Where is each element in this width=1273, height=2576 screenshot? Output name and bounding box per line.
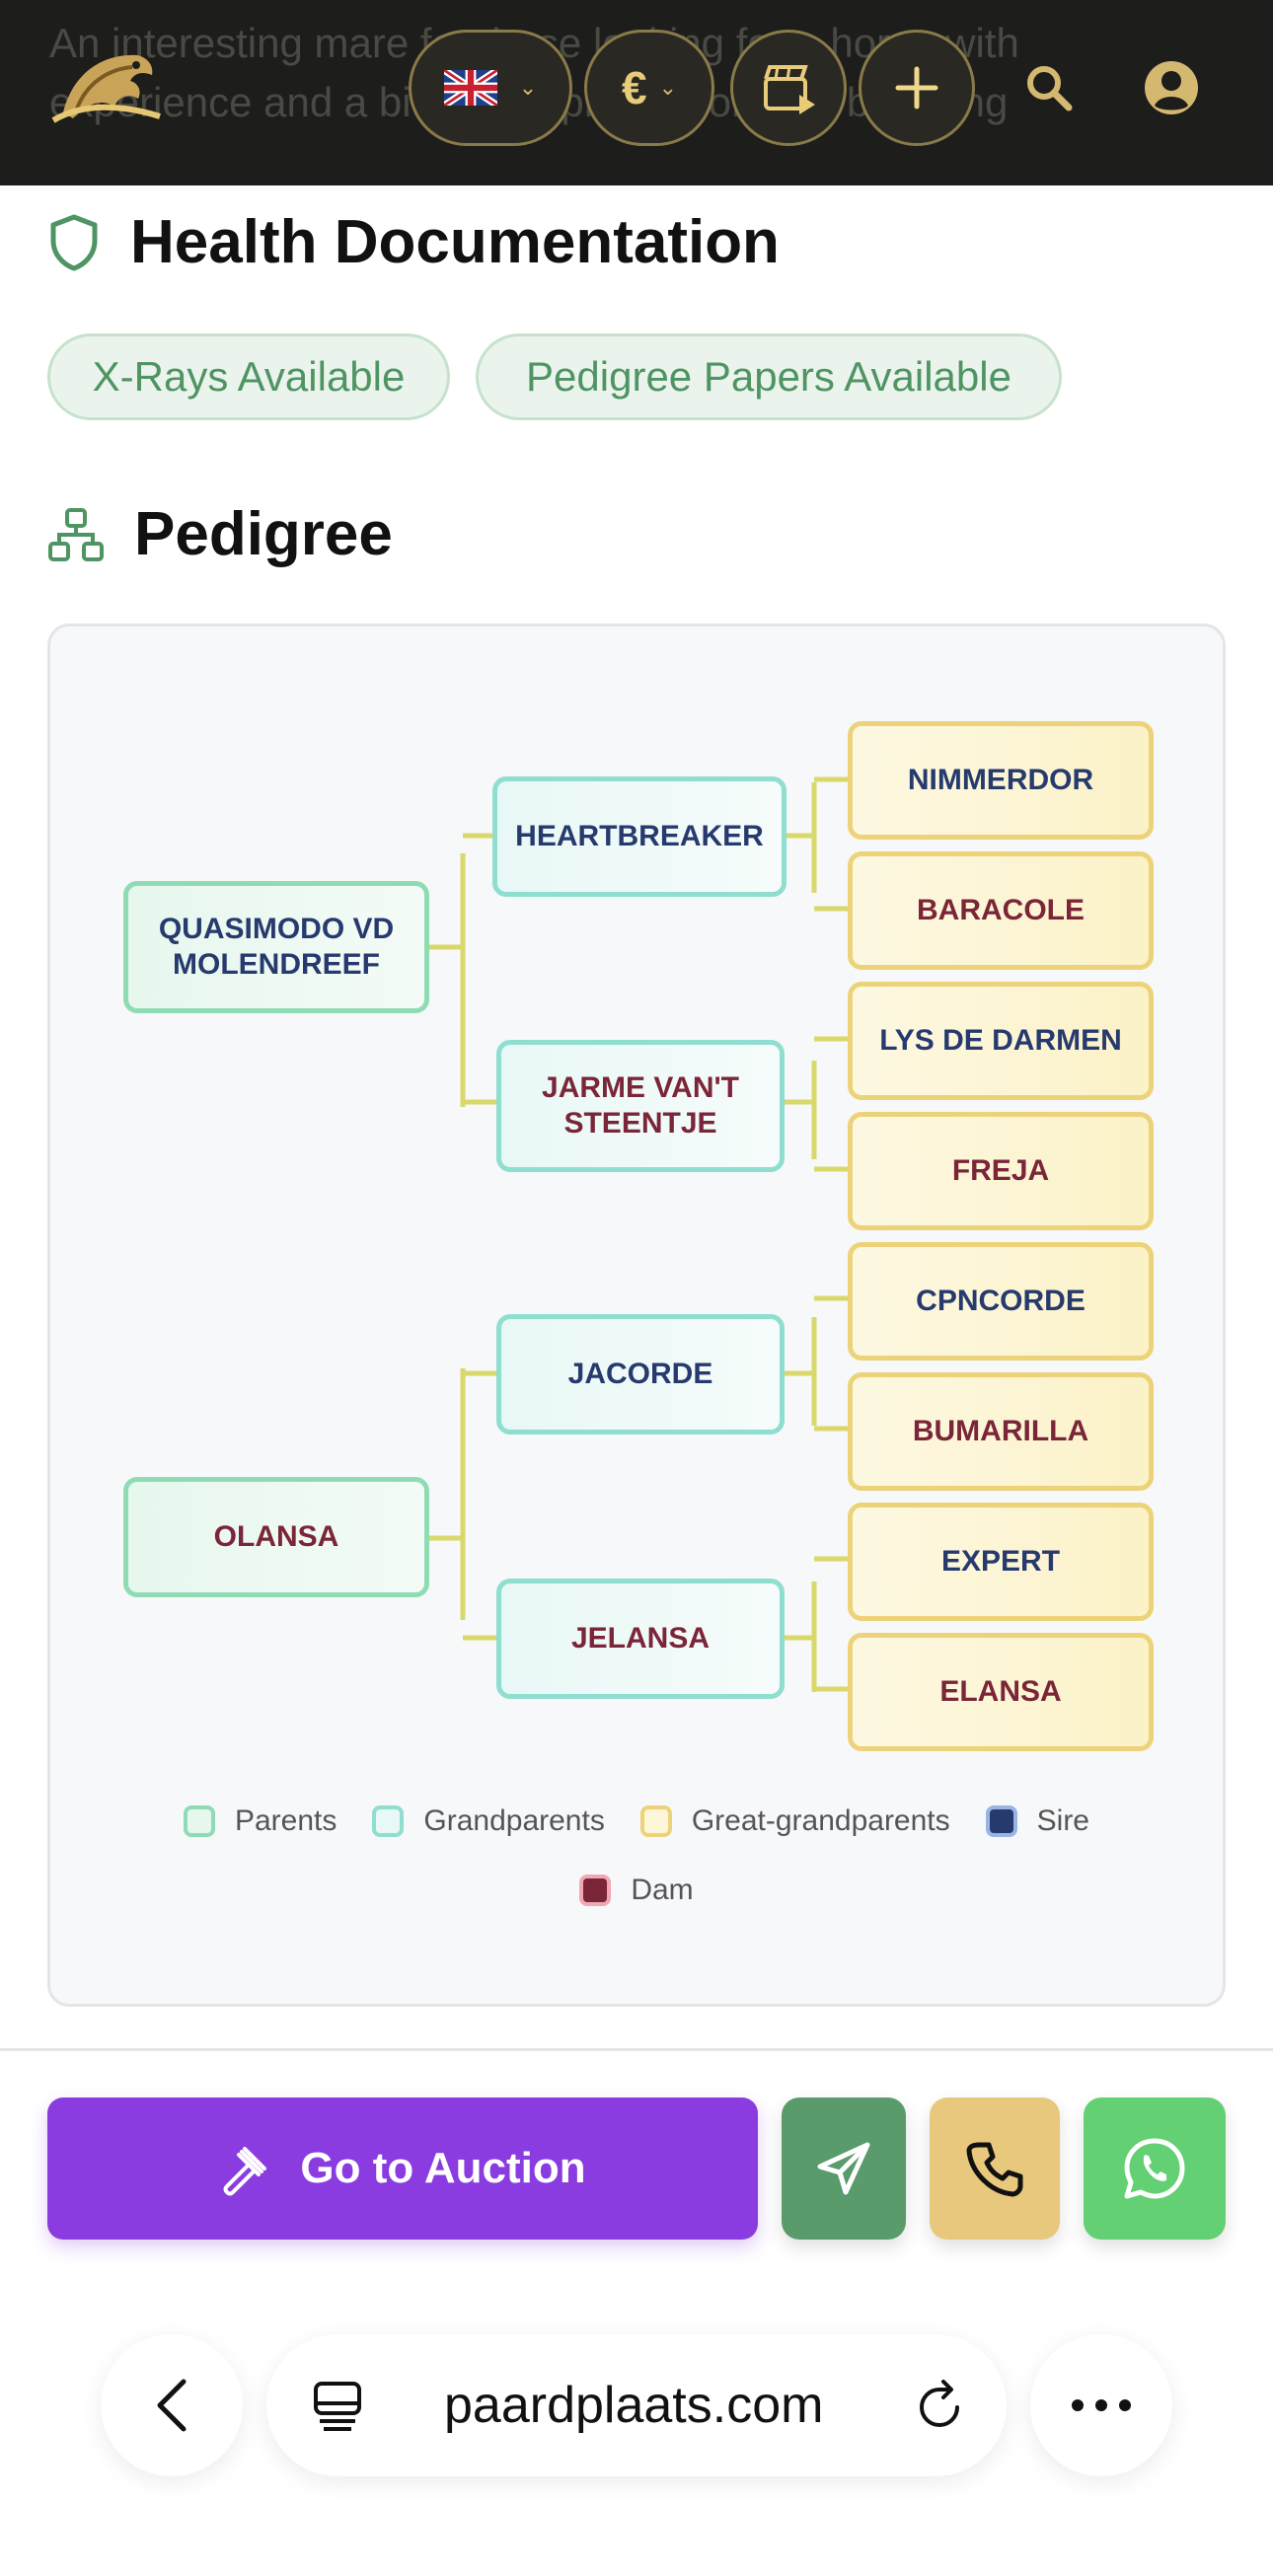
browser-address-bar[interactable]: paardplaats.com: [266, 2334, 1007, 2476]
currency-selector[interactable]: € ⌄: [584, 30, 714, 146]
whatsapp-icon: [1124, 2138, 1185, 2199]
language-selector[interactable]: ⌄: [409, 30, 572, 146]
currency-symbol: €: [621, 62, 647, 113]
legend-swatch: [985, 1805, 1017, 1837]
shield-icon: [50, 214, 98, 270]
chevron-down-icon: ⌄: [518, 75, 538, 100]
legend-item-sire: Sire: [985, 1804, 1089, 1838]
pedigree-heading: Pedigree: [47, 499, 393, 569]
legend-swatch: [579, 1875, 612, 1906]
pedigree-great-grandparent-5[interactable]: CPNCORDE: [848, 1242, 1154, 1361]
reload-icon[interactable]: [914, 2378, 969, 2433]
pedigree-grandparent-2[interactable]: JARME VAN'T STEENTJE: [496, 1040, 785, 1172]
legend-swatch: [183, 1805, 215, 1837]
chevron-down-icon: ⌄: [658, 75, 678, 100]
search-icon: [1027, 66, 1073, 111]
more-dots-icon: [1072, 2399, 1131, 2411]
video-button[interactable]: [730, 30, 847, 146]
browser-back-button[interactable]: [101, 2334, 243, 2476]
pedigree-legend-row-2: Dam: [50, 1874, 1223, 1907]
legend-swatch: [639, 1805, 672, 1837]
pedigree-great-grandparent-3[interactable]: LYS DE DARMEN: [848, 982, 1154, 1100]
pedigree-title: Pedigree: [134, 500, 393, 568]
user-circle-icon: [1145, 61, 1198, 114]
search-button[interactable]: [1014, 53, 1084, 122]
go-to-auction-button[interactable]: Go to Auction: [47, 2098, 758, 2240]
horse-logo-icon[interactable]: [43, 34, 172, 132]
browser-url-text: paardplaats.com: [444, 2377, 824, 2434]
pedigree-connectors: [429, 776, 848, 1692]
legend-item-parents: Parents: [183, 1804, 337, 1838]
pedigree-great-grandparent-8[interactable]: ELANSA: [848, 1633, 1154, 1751]
phone-icon: [966, 2142, 1023, 2197]
pedigree-great-grandparent-2[interactable]: BARACOLE: [848, 851, 1154, 970]
xray-tag: X-Rays Available: [47, 333, 450, 420]
pedigree-great-grandparent-7[interactable]: EXPERT: [848, 1503, 1154, 1621]
pedigree-parent-sire[interactable]: QUASIMODO VD MOLENDREEF: [123, 881, 429, 1013]
clapperboard-icon: [764, 65, 815, 114]
gavel-icon: [223, 2147, 267, 2196]
section-divider: [0, 2048, 1273, 2051]
pedigree-grandparent-1[interactable]: HEARTBREAKER: [492, 776, 786, 897]
pedigree-legend: Parents Grandparents Great-grandparents …: [50, 1804, 1223, 1838]
chevron-left-icon: [157, 2379, 187, 2432]
tabs-icon: [314, 2382, 361, 2431]
send-icon: [817, 2142, 870, 2195]
add-listing-button[interactable]: [859, 30, 975, 146]
legend-item-grandparents: Grandparents: [372, 1804, 605, 1838]
uk-flag-icon: [443, 70, 497, 106]
browser-more-button[interactable]: [1030, 2334, 1172, 2476]
legend-item-great-grandparents: Great-grandparents: [639, 1804, 950, 1838]
pedigree-tree: QUASIMODO VD MOLENDREEF OLANSA HEARTBREA…: [47, 624, 1226, 2007]
call-button[interactable]: [930, 2098, 1060, 2240]
plus-icon: [895, 66, 938, 110]
pedigree-parent-dam[interactable]: OLANSA: [123, 1477, 429, 1597]
send-message-button[interactable]: [782, 2098, 906, 2240]
whatsapp-button[interactable]: [1084, 2098, 1226, 2240]
legend-item-dam: Dam: [579, 1874, 694, 1907]
pedigree-grandparent-4[interactable]: JELANSA: [496, 1579, 785, 1699]
legend-swatch: [372, 1805, 405, 1837]
site-header: An interesting mare for those looking fo…: [0, 0, 1273, 185]
account-button[interactable]: [1137, 53, 1206, 122]
pedigree-great-grandparent-1[interactable]: NIMMERDOR: [848, 721, 1154, 840]
pedigree-papers-tag: Pedigree Papers Available: [476, 333, 1062, 420]
pedigree-great-grandparent-6[interactable]: BUMARILLA: [848, 1372, 1154, 1491]
page-section-title: Health Documentation: [130, 208, 780, 276]
pedigree-grandparent-3[interactable]: JACORDE: [496, 1314, 785, 1435]
health-documentation-heading: Health Documentation: [47, 207, 780, 277]
pedigree-great-grandparent-4[interactable]: FREJA: [848, 1112, 1154, 1230]
hierarchy-icon: [48, 507, 104, 561]
